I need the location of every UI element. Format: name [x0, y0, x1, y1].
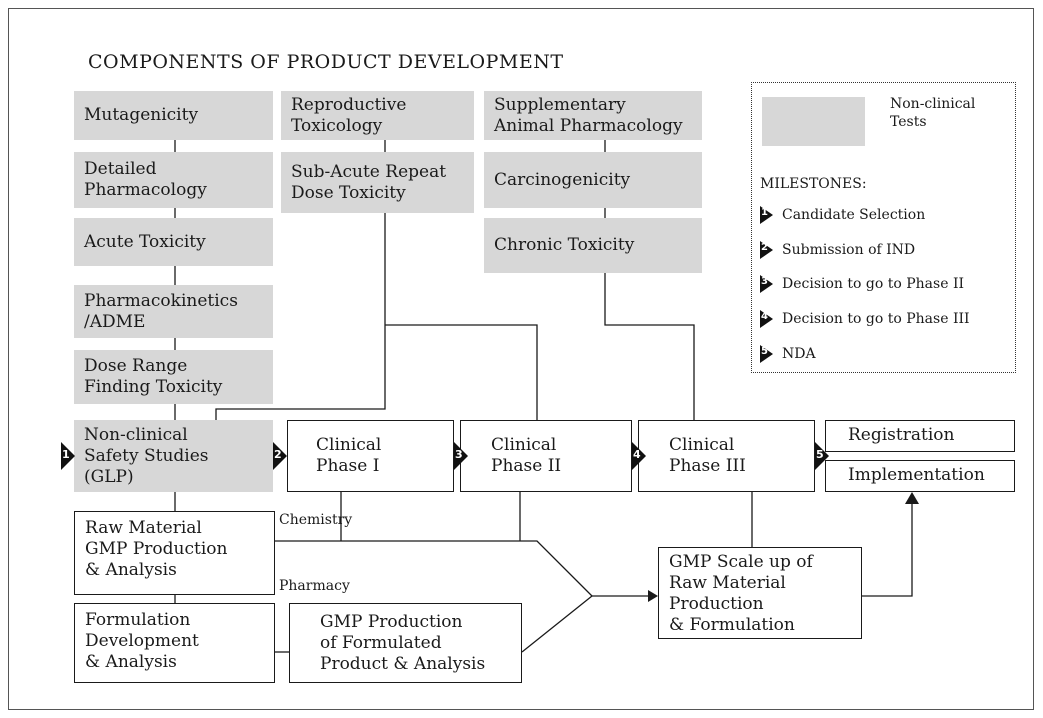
registration-box: Registration — [825, 420, 1015, 452]
test-mutagenicity: Mutagenicity — [74, 91, 273, 140]
legend: Non-clinical Tests MILESTONES: 1 Candida… — [751, 82, 1016, 373]
implementation-box: Implementation — [825, 460, 1015, 492]
test-pharmacokinetics: Pharmacokinetics /ADME — [74, 285, 273, 338]
diagram-frame — [8, 8, 1034, 710]
chemistry-label: Chemistry — [279, 512, 353, 528]
phase-2-box: Clinical Phase II — [460, 420, 632, 492]
safety-studies-box: Non-clinical Safety Studies (GLP) — [74, 420, 273, 492]
test-dose-range: Dose Range Finding Toxicity — [74, 350, 273, 404]
test-reproductive-toxicology: Reproductive Toxicology — [281, 91, 474, 140]
phase-1-box: Clinical Phase I — [287, 420, 454, 492]
phase-3-box: Clinical Phase III — [638, 420, 815, 492]
test-carcinogenicity: Carcinogenicity — [484, 152, 702, 208]
gmp-formulated-box: GMP Production of Formulated Product & A… — [289, 603, 522, 683]
diagram-title: COMPONENTS OF PRODUCT DEVELOPMENT — [88, 51, 564, 73]
test-detailed-pharmacology: Detailed Pharmacology — [74, 152, 273, 208]
test-chronic-toxicity: Chronic Toxicity — [484, 218, 702, 273]
milestone-marker-5: 5 — [815, 442, 829, 470]
milestones-heading: MILESTONES: — [760, 176, 867, 192]
milestone-marker-4: 4 — [632, 442, 646, 470]
pharmacy-label: Pharmacy — [279, 578, 350, 594]
milestone-2: 2 Submission of IND — [760, 241, 916, 259]
scale-up-box: GMP Scale up of Raw Material Production … — [658, 547, 862, 639]
test-subacute-toxicity: Sub-Acute Repeat Dose Toxicity — [281, 152, 474, 213]
milestone-marker-2: 2 — [273, 442, 287, 470]
formulation-box: Formulation Development & Analysis — [74, 603, 275, 683]
arrowhead-up — [905, 492, 919, 504]
milestone-marker-1: 1 — [61, 442, 75, 470]
raw-material-box: Raw Material GMP Production & Analysis — [74, 511, 275, 595]
milestone-4: 4 Decision to go to Phase III — [760, 310, 970, 328]
milestone-3: 3 Decision to go to Phase II — [760, 275, 964, 293]
milestone-5: 5 NDA — [760, 345, 816, 363]
legend-swatch-label: Non-clinical Tests — [890, 96, 976, 130]
test-supplementary-pharmacology: Supplementary Animal Pharmacology — [484, 91, 702, 140]
arrowhead — [648, 590, 658, 602]
milestone-1: 1 Candidate Selection — [760, 206, 926, 224]
test-acute-toxicity: Acute Toxicity — [74, 218, 273, 266]
legend-swatch — [762, 97, 865, 146]
milestone-marker-3: 3 — [454, 442, 468, 470]
